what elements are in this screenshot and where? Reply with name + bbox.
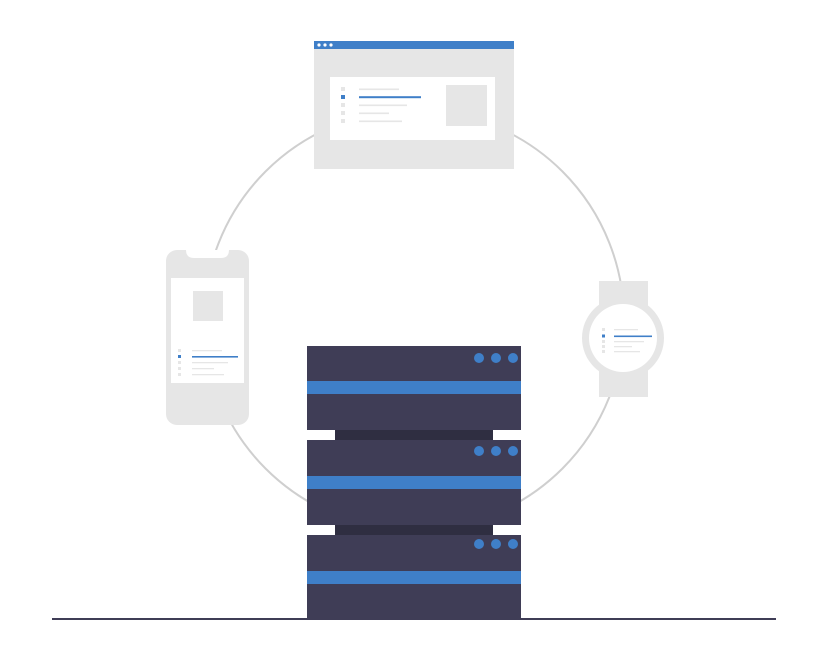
window-dot-icon (317, 43, 321, 47)
smartphone-icon (166, 250, 249, 425)
server-unit (307, 346, 521, 430)
server-stripe (307, 571, 521, 584)
server-led-icon (491, 446, 501, 456)
watch-list (602, 328, 652, 353)
browser-window-icon (314, 41, 514, 169)
server-led-icon (508, 353, 518, 363)
phone-list (178, 349, 238, 376)
server-connector (335, 525, 493, 535)
server-unit (307, 440, 521, 525)
server-unit (307, 535, 521, 619)
image-placeholder-icon (446, 85, 487, 126)
server-stripe (307, 476, 521, 489)
server-led-icon (474, 446, 484, 456)
server-connector (335, 430, 493, 440)
window-dot-icon (329, 43, 333, 47)
server-led-icon (508, 539, 518, 549)
server-led-icon (474, 353, 484, 363)
image-placeholder-icon (193, 291, 223, 321)
server-led-icon (508, 446, 518, 456)
server-stripe (307, 381, 521, 394)
server-led-icon (491, 353, 501, 363)
browser-list (341, 87, 421, 123)
smartwatch-icon (582, 281, 664, 397)
watch-face (589, 304, 657, 372)
browser-titlebar (314, 41, 514, 49)
server-icon (307, 346, 521, 619)
server-led-icon (491, 539, 501, 549)
server-led-icon (474, 539, 484, 549)
window-dot-icon (323, 43, 327, 47)
